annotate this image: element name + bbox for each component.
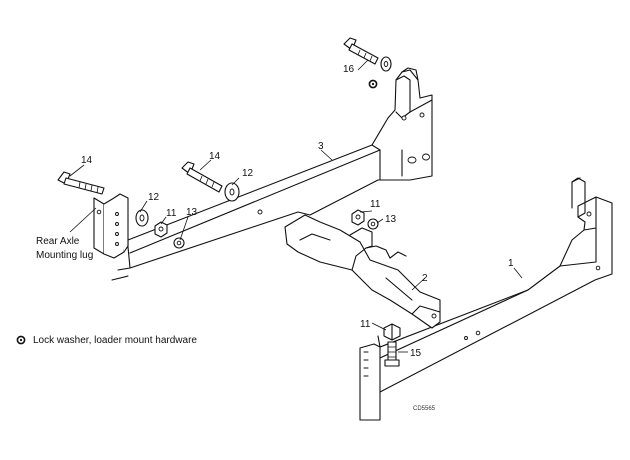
bolt-15-lower	[384, 341, 400, 367]
nut-11-lower	[383, 323, 401, 341]
nut-11-center	[351, 209, 365, 226]
callout-13-center: 13	[385, 214, 397, 225]
lock-washer-icon	[16, 335, 26, 345]
callout-13-left: 13	[186, 207, 198, 218]
drawing-code: CD5565	[413, 406, 436, 412]
callout-15: 15	[410, 348, 422, 359]
bolt-14-center	[181, 161, 223, 193]
washer-12-left	[135, 209, 149, 227]
legend: Lock washer, loader mount hardware	[16, 335, 197, 346]
rear-axle-label-line1: Rear Axle	[36, 236, 80, 247]
lock-washer-marker-top	[368, 79, 378, 89]
callout-2: 2	[422, 273, 428, 284]
callout-numbers: 14 14 12 12 11 13 3 11 13 16 2 1 11 15	[81, 64, 514, 359]
nut-11-left	[154, 221, 168, 238]
callout-3: 3	[318, 141, 324, 152]
rear-axle-label-line2: Mounting lug	[36, 250, 93, 261]
callout-14-center: 14	[209, 151, 221, 162]
lock-washer-13-center	[367, 218, 379, 230]
bolt-14-left	[57, 171, 105, 195]
callout-12-center: 12	[242, 168, 254, 179]
bolt-16-top	[343, 37, 392, 72]
leader-lines	[69, 59, 523, 353]
callout-12-left: 12	[148, 192, 160, 203]
callout-11-left: 11	[166, 208, 177, 219]
lock-washer-13-left	[173, 237, 185, 249]
callout-16: 16	[343, 64, 355, 75]
callout-14-left: 14	[81, 155, 93, 166]
rear-axle-mounting-lug	[93, 193, 129, 259]
legend-text: Lock washer, loader mount hardware	[33, 335, 197, 346]
washer-12-center	[224, 182, 240, 202]
strap-bracket-part-2	[284, 214, 441, 329]
callout-1: 1	[508, 258, 514, 269]
callout-11-center: 11	[370, 199, 381, 210]
frame-part-1	[359, 177, 613, 421]
callout-11-lower: 11	[360, 319, 371, 330]
mounting-bar-part-3	[111, 67, 433, 281]
